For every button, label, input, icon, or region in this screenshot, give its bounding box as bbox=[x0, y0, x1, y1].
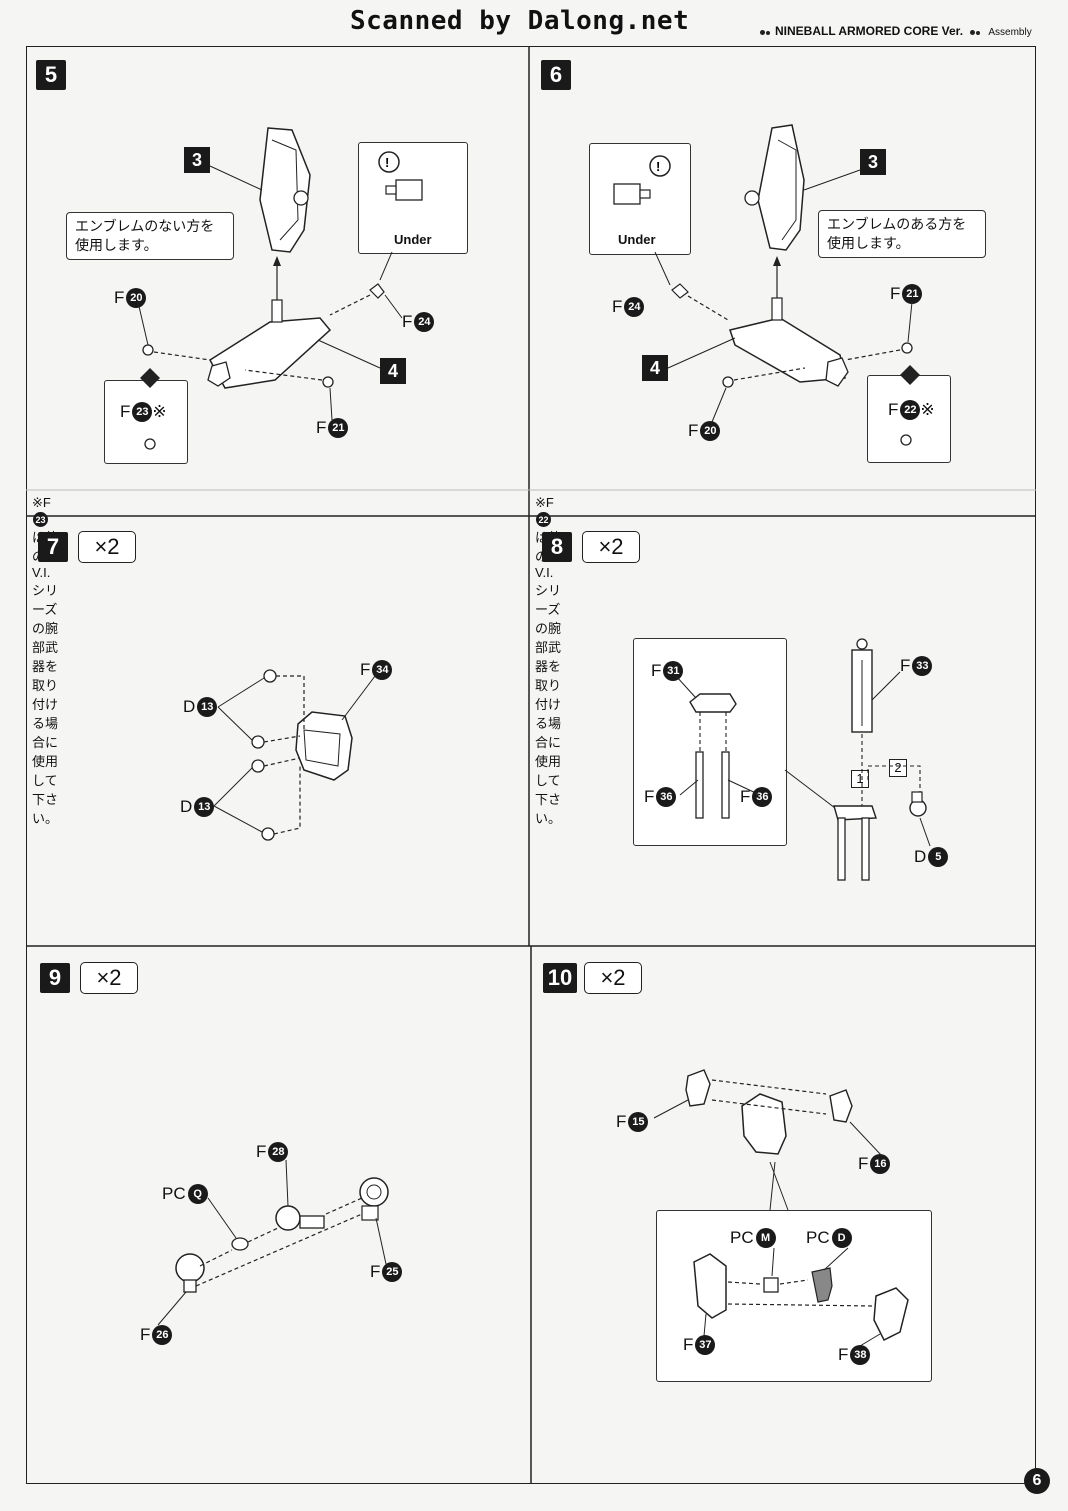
step-8-diagram bbox=[675, 638, 931, 881]
sub-assembly-inset bbox=[633, 638, 787, 846]
callout-line: エンブレムのない方を bbox=[75, 218, 215, 234]
bullet-dots-icon bbox=[760, 29, 772, 35]
svg-text:!: ! bbox=[656, 159, 660, 174]
callout-line: エンブレムのある方を bbox=[827, 216, 967, 232]
step-5-footnote: ※F23は他のV.I.シリーズの腕部武器を取り付ける場合に使用して下さい。 bbox=[32, 495, 59, 827]
svg-text:!: ! bbox=[385, 155, 389, 170]
callout-line: 使用します。 bbox=[75, 237, 158, 253]
step-6-callout: エンブレムのある方を 使用します。 bbox=[818, 210, 986, 258]
quantity-multiplier: ×2 bbox=[78, 531, 136, 563]
bullet-dots-icon bbox=[970, 29, 982, 35]
callout-line: 使用します。 bbox=[827, 235, 910, 251]
quantity-multiplier: ×2 bbox=[584, 962, 642, 994]
step-number: 6 bbox=[541, 60, 571, 90]
step-number: 7 bbox=[38, 532, 68, 562]
order-step-2: 2 bbox=[889, 759, 907, 777]
header-product-line: NINEBALL ARMORED CORE Ver. Assembly bbox=[760, 24, 1032, 38]
step-5-callout: エンブレムのない方を 使用します。 bbox=[66, 212, 234, 260]
quantity-multiplier: ×2 bbox=[582, 531, 640, 563]
step-6-diagram: ! bbox=[613, 124, 920, 446]
step-9-diagram bbox=[157, 1159, 389, 1326]
under-label: Under bbox=[394, 232, 432, 247]
quantity-multiplier: ×2 bbox=[80, 962, 138, 994]
part-3-label: 3 bbox=[860, 149, 886, 175]
product-name: NINEBALL ARMORED CORE Ver. bbox=[775, 24, 964, 38]
section-name: Assembly bbox=[988, 27, 1032, 38]
scan-credit-title: Scanned by Dalong.net bbox=[350, 6, 690, 36]
step-number: 10 bbox=[543, 963, 577, 993]
page-number: 6 bbox=[1024, 1468, 1050, 1494]
part-4-label: 4 bbox=[642, 355, 668, 381]
part-4-label: 4 bbox=[380, 358, 406, 384]
step-6-footnote: ※F22は他のV.I.シリーズの腕部武器を取り付ける場合に使用して下さい。 bbox=[535, 495, 562, 827]
step-7-diagram bbox=[213, 669, 379, 841]
under-label: Under bbox=[618, 232, 656, 247]
part-3-label: 3 bbox=[184, 147, 210, 173]
step-number: 9 bbox=[40, 963, 70, 993]
step-number: 8 bbox=[542, 532, 572, 562]
step-number: 5 bbox=[36, 60, 66, 90]
step-5-diagram: ! bbox=[137, 127, 423, 450]
